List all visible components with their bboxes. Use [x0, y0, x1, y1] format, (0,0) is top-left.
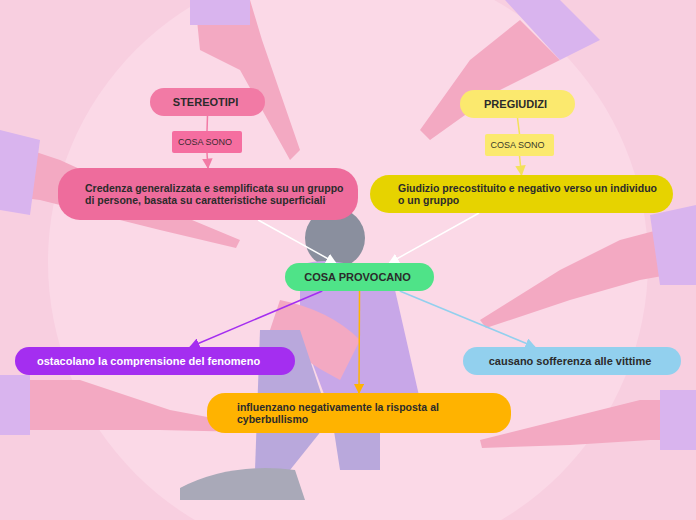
sleeves — [0, 0, 696, 450]
effect-box: ostacolano la comprensione del fenomeno — [15, 347, 295, 375]
topic-pill: PREGIUDIZI — [460, 90, 575, 118]
definition-box: Giudizio precostituito e negativo verso … — [370, 175, 673, 213]
node-text: COSA SONO — [178, 137, 232, 147]
effect-box: influenzano negativamente la risposta al… — [207, 393, 511, 433]
node-text: COSA PROVOCANO — [304, 271, 411, 284]
node-text: STEREOTIPI — [173, 96, 238, 109]
connector — [520, 156, 522, 175]
connector — [206, 116, 208, 131]
definition-box: Credenza generalizzata e semplificata su… — [58, 168, 358, 220]
topic-pill: STEREOTIPI — [150, 88, 265, 116]
connector — [389, 213, 479, 263]
connector-label-box: COSA SONO — [172, 131, 242, 153]
connector — [190, 291, 322, 347]
node-text: Giudizio precostituito e negativo verso … — [398, 182, 659, 206]
connector — [258, 220, 336, 263]
pointing-hands — [0, 0, 696, 448]
connector-label-box: COSA SONO — [485, 134, 554, 156]
node-text: ostacolano la comprensione del fenomeno — [37, 355, 260, 368]
node-text: causano sofferenza alle vittime — [489, 355, 652, 368]
node-text: PREGIUDIZI — [484, 98, 547, 111]
node-text: COSA SONO — [490, 140, 544, 150]
connector — [518, 118, 520, 134]
node-text: Credenza generalizzata e semplificata su… — [85, 182, 344, 206]
connector — [358, 291, 360, 393]
central-topic: COSA PROVOCANO — [285, 263, 434, 291]
effect-box: causano sofferenza alle vittime — [463, 347, 681, 375]
connector — [207, 153, 208, 168]
connector — [400, 291, 535, 347]
node-text: influenzano negativamente la risposta al… — [237, 401, 497, 425]
